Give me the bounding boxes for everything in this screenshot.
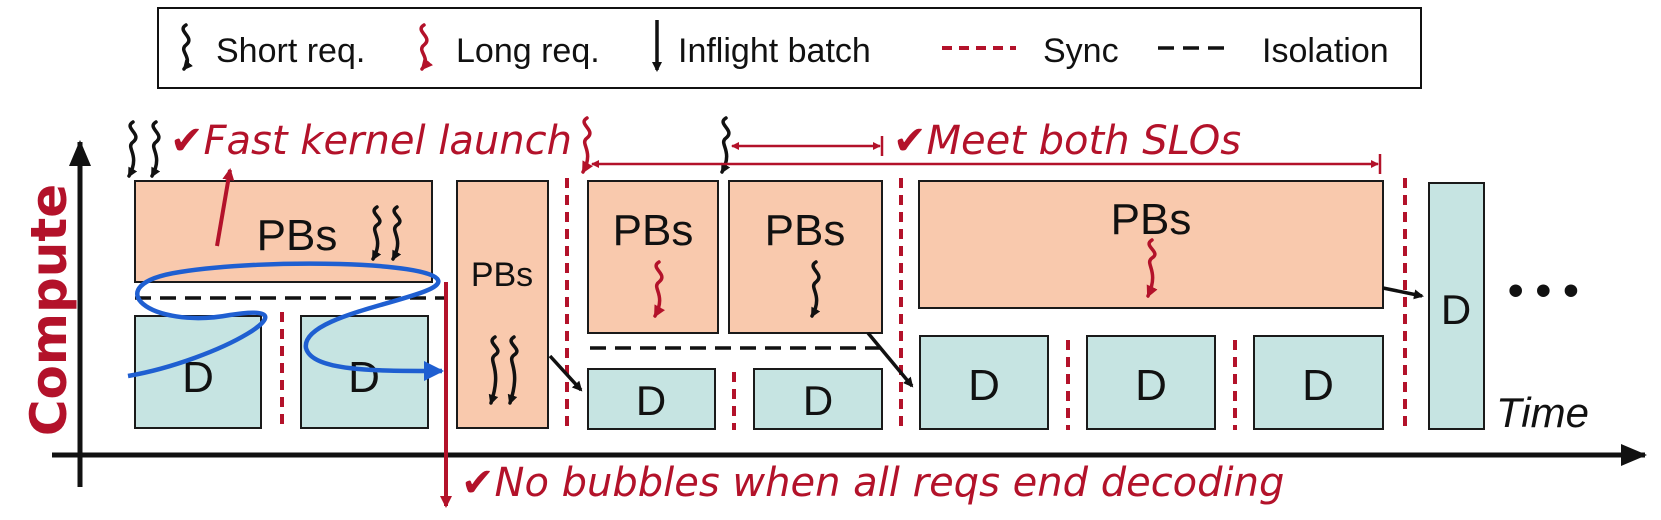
inflight-arrow xyxy=(548,354,583,392)
short-req-icon xyxy=(507,335,519,405)
d-block xyxy=(1428,182,1485,430)
legend: Short req. Long req. Inflight batch Sync… xyxy=(157,7,1422,89)
pb-label: PBs xyxy=(1111,195,1192,244)
short-req-icon xyxy=(810,260,821,318)
legend-inflight-batch: Inflight batch xyxy=(678,32,871,70)
axes: Compute Time • • • xyxy=(20,140,1647,487)
short-req-icon xyxy=(371,205,382,261)
pb-block xyxy=(456,180,549,429)
d-label: D xyxy=(803,377,833,424)
annotation-fast-kernel: ✔Fast kernel launch xyxy=(170,118,572,164)
pb-label: PBs xyxy=(765,206,846,255)
short-req-icon xyxy=(391,205,402,261)
legend-sync: Sync xyxy=(1043,32,1119,70)
inflight-arrow xyxy=(1382,286,1424,300)
x-axis-label: Time xyxy=(1496,389,1589,436)
legend-short-req: Short req. xyxy=(216,32,365,70)
d-label: D xyxy=(348,353,380,402)
d-block xyxy=(587,368,716,430)
short-req-icon xyxy=(720,116,731,174)
legend-long-req: Long req. xyxy=(456,32,600,70)
blue-flow-curve xyxy=(127,261,444,382)
pb-block xyxy=(587,180,719,334)
sync-lines xyxy=(280,178,1407,430)
short-req-icon xyxy=(150,120,161,178)
long-req-icon xyxy=(581,116,594,174)
annotation-meet-slos: ✔Meet both SLOs xyxy=(893,118,1241,164)
request-squiggles xyxy=(127,116,1158,405)
d-block xyxy=(1253,335,1384,430)
d-label: D xyxy=(1441,286,1471,333)
ellipsis: • • • xyxy=(1508,266,1579,315)
legend-isolation: Isolation xyxy=(1262,32,1389,70)
d-label: D xyxy=(1135,361,1167,410)
d-label: D xyxy=(1302,361,1334,410)
d-label: D xyxy=(636,377,666,424)
annotation-no-bubbles: ✔No bubbles when all reqs end decoding xyxy=(461,460,1284,506)
d-block xyxy=(753,368,883,430)
short-req-icon xyxy=(181,23,193,71)
long-req-icon xyxy=(653,260,666,318)
fast-kernel-arrow xyxy=(215,168,235,247)
pb-label: PBs xyxy=(613,206,694,255)
short-req-icon xyxy=(127,120,138,178)
d-label: D xyxy=(968,361,1000,410)
long-req-icon xyxy=(419,23,434,71)
d-block xyxy=(919,335,1049,430)
pb-label: PBs xyxy=(471,256,533,294)
pb-label: PBs xyxy=(257,211,338,260)
inflight-arrow xyxy=(866,331,914,388)
pb-block xyxy=(728,180,883,334)
short-req-icon xyxy=(488,335,500,405)
y-axis-label: Compute xyxy=(20,184,78,436)
blocks: PBs PBs PBs PBs PBs D D D D D D D D xyxy=(134,180,1485,430)
long-req-icon xyxy=(1146,238,1158,298)
d-block xyxy=(1086,335,1216,430)
